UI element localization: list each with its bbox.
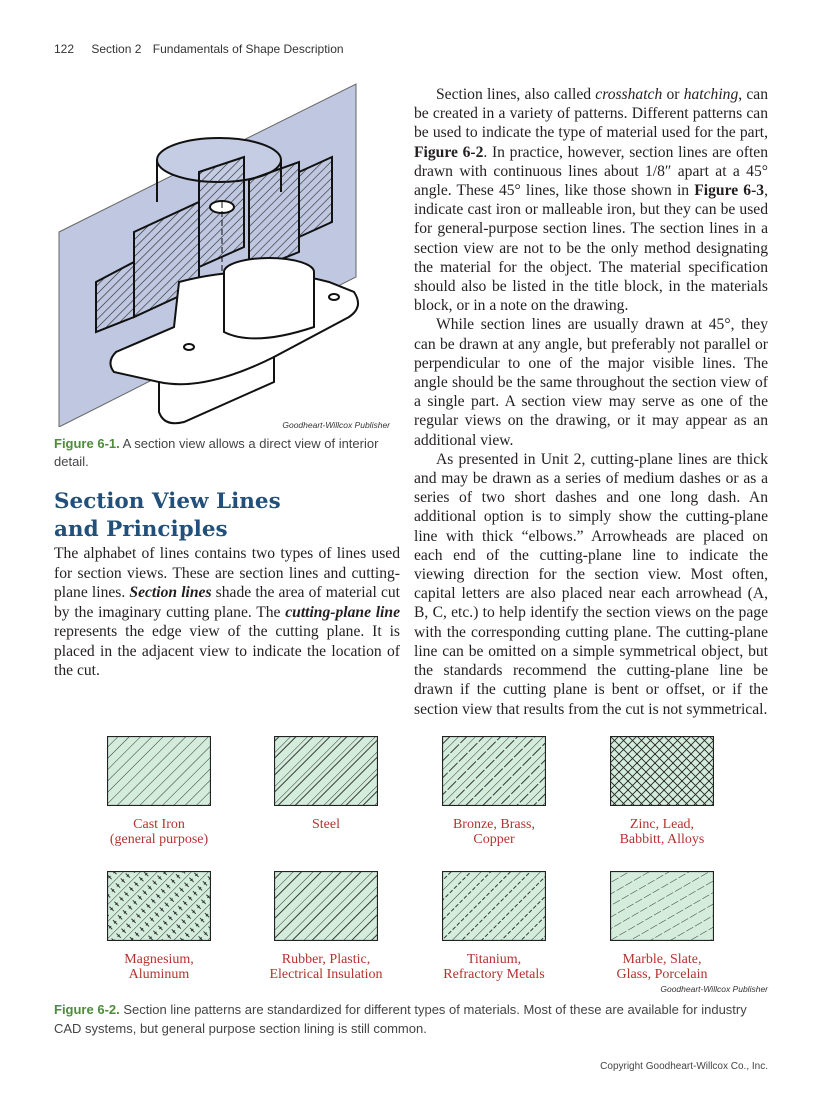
label-line: Bronze, Brass, (452, 817, 536, 832)
label-line: Electrical Insulation (269, 967, 383, 982)
figure-6-1-illustration (58, 83, 359, 427)
figure-ref-6-2: Figure 6-2 (414, 143, 484, 161)
text-run: shade the area of material cut by the im… (54, 584, 401, 621)
pattern-titanium (442, 871, 546, 941)
pattern-label: Rubber, Plastic,Electrical Insulation (241, 952, 411, 982)
figure-6-2-credit: Goodheart-Willcox Publisher (660, 984, 768, 994)
pattern-label: Marble, Slate,Glass, Porcelain (577, 952, 747, 982)
caption-label: Figure 6-1. (54, 436, 120, 451)
label-line: Magnesium, (124, 952, 194, 967)
label-line: Steel (312, 817, 340, 832)
term-hatching: hatching (683, 86, 739, 103)
copyright: Copyright Goodheart-Willcox Co., Inc. (600, 1061, 768, 1072)
pattern-label: Cast Iron(general purpose) (74, 817, 244, 847)
pattern-label: Bronze, Brass,Copper (409, 817, 579, 847)
pattern-marble (610, 871, 714, 941)
caption-label: Figure 6-2. (54, 1002, 120, 1017)
pattern-rubber (274, 871, 378, 941)
text-run: , indicate cast iron or malleable iron, … (414, 182, 768, 315)
label-line: (general purpose) (109, 832, 209, 847)
pattern-label: Titanium,Refractory Metals (409, 952, 579, 982)
lower-part (109, 257, 359, 425)
text-run: The alphabet of lines contains two types… (54, 545, 400, 601)
page-number: 122 (54, 42, 75, 56)
running-header: 122 Section 2 Fundamentals of Shape Desc… (54, 42, 344, 56)
term-cutting-plane-line: cutting-plane line (285, 603, 400, 621)
pattern-steel (274, 736, 378, 806)
pattern-label: Magnesium,Aluminum (74, 952, 244, 982)
label-line: Copper (473, 832, 515, 847)
label-line: Rubber, Plastic, (281, 952, 371, 967)
intro-paragraph: The alphabet of lines contains two types… (54, 544, 400, 681)
pattern-bronze (442, 736, 546, 806)
section-number: Section 2 (91, 42, 142, 56)
label-line: Titanium, (466, 952, 522, 967)
heading-line-2: and Principles (54, 517, 228, 542)
figure-6-2-caption: Figure 6-2. Section line patterns are st… (54, 1000, 774, 1038)
label-line: Zinc, Lead, (629, 817, 695, 832)
paragraph-cutting-plane: As presented in Unit 2, cutting-plane li… (414, 450, 768, 718)
term-section-lines: Section lines (129, 584, 212, 601)
label-line: Aluminum (128, 967, 190, 982)
pattern-cast-iron (107, 736, 211, 806)
text-run: Section lines, also called (436, 86, 596, 103)
pattern-zinc (610, 736, 714, 806)
label-line: Babbitt, Alloys (619, 832, 705, 847)
right-column: Section lines, also called crosshatch or… (414, 85, 768, 719)
text-run: . In practice, however, section lines ar… (414, 143, 768, 200)
figure-ref-6-3: Figure 6-3 (694, 182, 765, 200)
heading-line-1: Section View Lines (54, 489, 281, 514)
paragraph-angle: While section lines are usually drawn at… (414, 316, 768, 449)
figure-6-1-credit: Goodheart-Willcox Publisher (282, 420, 390, 430)
text-run: or (662, 86, 684, 103)
section-heading: Section View Lines and Principles (54, 488, 394, 544)
section-title: Fundamentals of Shape Description (152, 42, 344, 56)
pattern-label: Zinc, Lead,Babbitt, Alloys (577, 817, 747, 847)
caption-text: A section view allows a direct view of i… (54, 436, 379, 469)
label-line: Cast Iron (133, 817, 185, 832)
pattern-magnesium (107, 871, 211, 941)
term-crosshatch: crosshatch (595, 86, 663, 103)
text-run: represents the edge view of the cutting … (54, 623, 400, 679)
label-line: Glass, Porcelain (616, 967, 708, 982)
figure-6-1-caption: Figure 6-1. A section view allows a dire… (54, 435, 399, 471)
paragraph-section-lines: Section lines, also called crosshatch or… (414, 85, 768, 315)
pattern-label: Steel (241, 817, 411, 832)
text-run: , can be created in a variety of pattern… (414, 86, 769, 142)
label-line: Refractory Metals (443, 967, 545, 982)
label-line: Marble, Slate, (622, 952, 702, 967)
caption-text: Section line patterns are standardized f… (54, 1002, 747, 1036)
